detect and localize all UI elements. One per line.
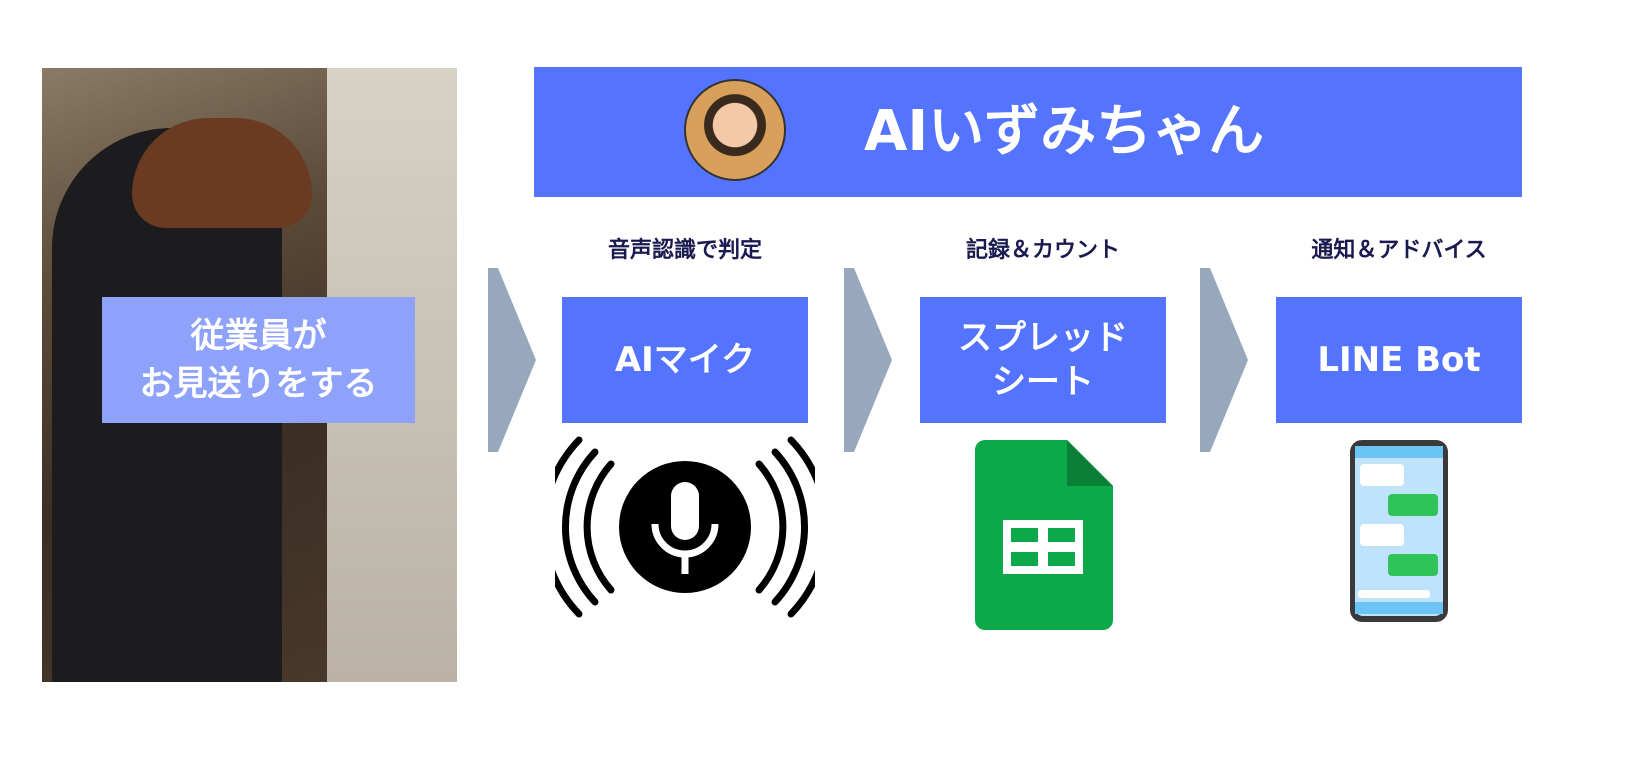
avatar — [684, 79, 786, 181]
page-title: AIいずみちゃん — [864, 99, 1265, 164]
ai-mic-box: AIマイク — [562, 297, 808, 423]
step-label-notify: 通知＆アドバイス — [1311, 238, 1487, 263]
line-bot-box: LINE Bot — [1276, 297, 1522, 423]
chevron-arrow-icon — [1200, 268, 1248, 452]
box-text: LINE Bot — [1317, 340, 1481, 380]
microphone-icon — [555, 436, 815, 618]
chevron-arrow-icon — [488, 268, 536, 452]
box-text-line-2: シート — [992, 362, 1094, 402]
box-text-line-1: スプレッド — [958, 318, 1128, 358]
chevron-arrow-icon — [844, 268, 892, 452]
smartphone-chat-icon — [1350, 440, 1448, 622]
caption-line-1: 従業員が — [190, 316, 327, 356]
box-text: AIマイク — [614, 340, 756, 380]
photo-caption: 従業員がお見送りをする — [102, 297, 415, 423]
spreadsheet-box: スプレッドシート — [920, 297, 1166, 423]
step-label-recognition: 音声認識で判定 — [607, 238, 762, 263]
header-banner: AIいずみちゃん — [534, 67, 1522, 197]
step-label-record: 記録＆カウント — [965, 238, 1120, 263]
caption-line-2: お見送りをする — [139, 364, 378, 404]
spreadsheet-icon — [975, 440, 1113, 630]
